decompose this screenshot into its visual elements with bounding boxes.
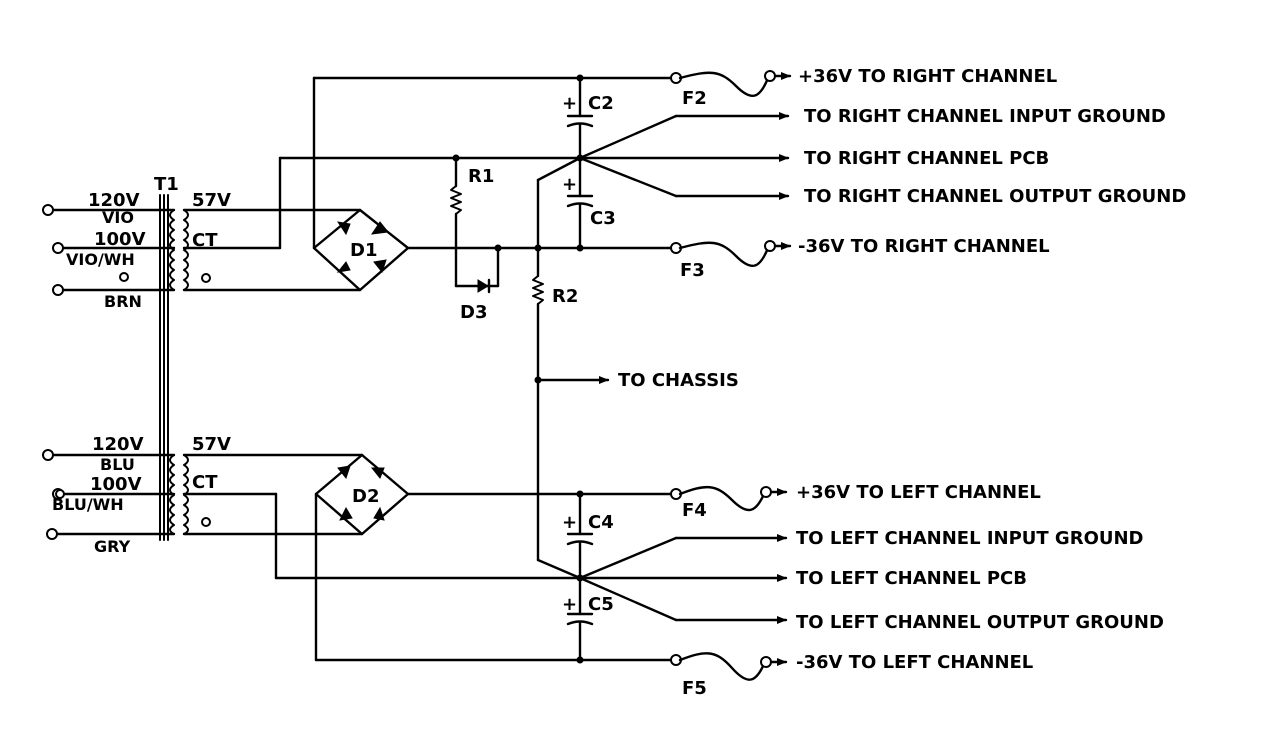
fuse-f3: F3 [578, 240, 792, 281]
capacitor-c4: + C4 [562, 492, 614, 580]
label-r2: R2 [552, 286, 578, 307]
output-left-pcb: TO LEFT CHANNEL PCB [796, 568, 1027, 589]
label-100v-upper: 100V [94, 229, 146, 250]
label-100v-lower: 100V [90, 474, 142, 495]
output-right-output-ground: TO RIGHT CHANNEL OUTPUT GROUND [804, 186, 1186, 207]
output-right-minus36: -36V TO RIGHT CHANNEL [798, 236, 1050, 257]
label-d2: D2 [352, 486, 379, 507]
primary-leads-upper [42, 204, 176, 296]
label-c2: C2 [588, 93, 614, 114]
label-57v-upper: 57V [192, 190, 231, 211]
label-t1: T1 [154, 174, 179, 195]
transformer-core: T1 [154, 174, 179, 541]
diode-d3: D3 [454, 246, 500, 323]
label-f5: F5 [682, 678, 707, 699]
c3-plus: + [562, 174, 577, 195]
output-left-minus36: -36V TO LEFT CHANNEL [796, 652, 1033, 673]
label-r1: R1 [468, 166, 494, 187]
c5-plus: + [562, 594, 577, 615]
primary-coil-upper [169, 209, 175, 291]
label-vio: VIO [102, 208, 134, 227]
output-right-plus36: +36V TO RIGHT CHANNEL [798, 66, 1057, 87]
right-channel-outputs: +36V TO RIGHT CHANNEL TO RIGHT CHANNEL I… [798, 66, 1186, 257]
label-c4: C4 [588, 512, 614, 533]
label-blu: BLU [100, 455, 135, 474]
secondary-terminal-lower [201, 517, 211, 527]
chassis-connection: TO CHASSIS [534, 370, 739, 391]
c2-plus: + [562, 93, 577, 114]
secondary-coil-upper [183, 209, 189, 291]
terminal-dot-upper [119, 272, 129, 282]
fuse-f4: F4 [670, 486, 788, 521]
fuse-f5: F5 [670, 652, 788, 699]
label-ct-upper: CT [192, 230, 218, 251]
label-f2: F2 [682, 88, 707, 109]
output-chassis: TO CHASSIS [618, 370, 739, 391]
secondary-terminal-upper [201, 273, 211, 283]
diode-bridge-d1: D1 [312, 208, 410, 292]
label-brn: BRN [104, 292, 142, 311]
label-ct-lower: CT [192, 472, 218, 493]
label-57v-lower: 57V [192, 434, 231, 455]
label-d3: D3 [460, 302, 487, 323]
label-f4: F4 [682, 500, 707, 521]
upper-secondary-wires [182, 156, 362, 292]
primary-coil-lower [169, 454, 175, 535]
label-vio-wh: VIO/WH [66, 250, 135, 269]
output-left-output-ground: TO LEFT CHANNEL OUTPUT GROUND [796, 612, 1164, 633]
lower-ground-fanout [578, 534, 788, 624]
capacitor-c3: + C3 [562, 156, 616, 250]
label-f3: F3 [680, 260, 705, 281]
output-left-plus36: +36V TO LEFT CHANNEL [796, 482, 1041, 503]
diode-bridge-d2: D2 [314, 453, 410, 536]
label-c3: C3 [590, 208, 616, 229]
resistor-r2: R2 [532, 246, 578, 562]
fuse-f2: F2 [670, 70, 792, 109]
terminal-dot-lower [55, 489, 65, 499]
label-blu-wh: BLU/WH [52, 495, 124, 514]
capacitor-c2: + C2 [562, 76, 614, 160]
resistor-r1: R1 [450, 156, 494, 288]
output-right-pcb: TO RIGHT CHANNEL PCB [804, 148, 1049, 169]
output-right-input-ground: TO RIGHT CHANNEL INPUT GROUND [804, 106, 1166, 127]
label-gry: GRY [94, 537, 131, 556]
label-120v-lower: 120V [92, 434, 144, 455]
output-left-input-ground: TO LEFT CHANNEL INPUT GROUND [796, 528, 1144, 549]
capacitor-c5: + C5 [562, 576, 614, 662]
label-120v-upper: 120V [88, 190, 140, 211]
transformer-upper: 120V VIO 100V VIO/WH BRN 57V CT [42, 190, 231, 311]
label-d1: D1 [350, 240, 377, 261]
c4-plus: + [562, 512, 577, 533]
label-c5: C5 [588, 594, 614, 615]
left-channel-outputs: +36V TO LEFT CHANNEL TO LEFT CHANNEL INP… [796, 482, 1164, 673]
transformer-lower: 120V BLU 100V BLU/WH GRY 57V CT [42, 434, 231, 556]
lower-secondary-wires [182, 453, 582, 580]
upper-ground-fanout [578, 112, 790, 200]
